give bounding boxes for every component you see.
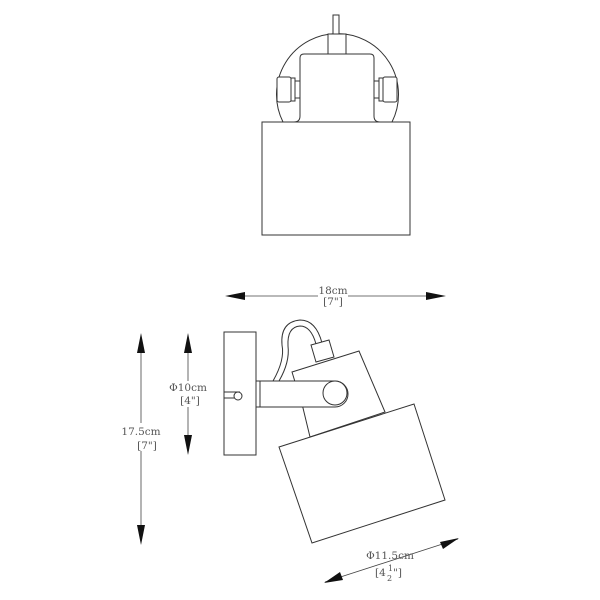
shade-metric-label: Φ11.5cm [366,550,414,562]
height-metric-label: 17.5cm [121,426,160,438]
dimension-shade: Φ11.5cm [4 1 2 "] [324,538,459,583]
svg-text:2: 2 [387,574,392,583]
top-view-right-knob [373,76,398,103]
power-cord [272,319,323,382]
top-view [261,14,411,236]
side-view [223,319,446,544]
arm-pivot-joint [322,380,348,406]
svg-text:"]: "] [393,567,402,579]
dimension-backplate: Φ10cm [4"] [168,333,210,455]
top-view-shade [261,121,411,236]
svg-text:1: 1 [388,564,393,573]
height-imperial-label: [7"] [137,440,157,452]
backplate-imperial-label: [4"] [180,395,200,407]
shade-imperial-label: [4 1 2 "] [375,564,402,583]
width-metric-label: 18cm [318,285,347,297]
dimension-height: 17.5cm [7"] [115,333,163,545]
lamp-shade [278,403,446,544]
top-view-cord-stem [332,14,340,36]
dimension-width: 18cm [7"] [225,285,446,308]
screw-icon [233,391,243,401]
top-view-left-knob [276,76,301,103]
svg-text:[4: [4 [375,567,386,579]
lamp-socket [310,339,335,363]
top-view-socket [327,33,347,55]
top-view-bracket [293,53,381,123]
backplate-metric-label: Φ10cm [169,382,207,394]
width-imperial-label: [7"] [323,296,343,308]
